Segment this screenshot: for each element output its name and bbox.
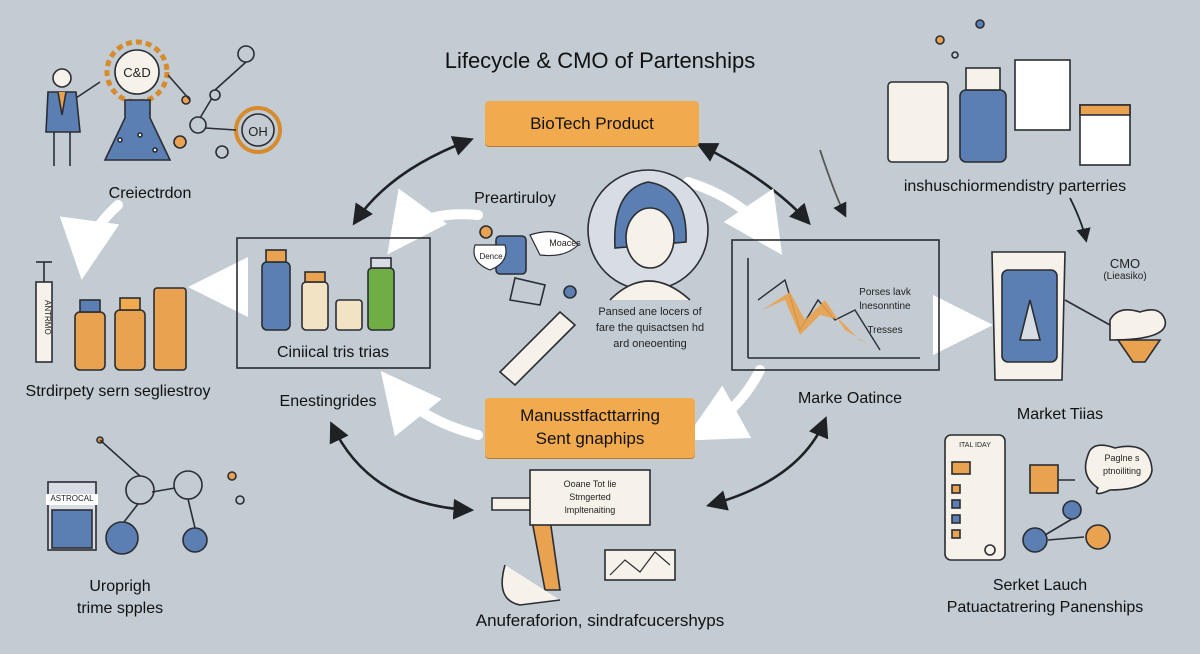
flow-arrow-3 xyxy=(684,365,765,441)
factory-note-3: lmpltenaiting xyxy=(564,505,616,515)
flow-arrow-4 xyxy=(380,370,483,440)
graph-note-3: Tresses xyxy=(867,325,903,336)
arrow-factory-to-market xyxy=(705,416,829,511)
biotech-product-label: BioTech Product xyxy=(530,114,654,133)
crelectrdon-label: Creiectrdon xyxy=(108,185,192,202)
manufacturing-label-1: Manusstfacttarring xyxy=(520,406,660,425)
scientist-icon xyxy=(45,68,101,166)
flow-arrow-1 xyxy=(387,188,483,255)
graph-chart-icon xyxy=(747,258,920,359)
flow-arrows xyxy=(59,177,993,441)
serket-label-2: Patuactatrering Panenships xyxy=(946,599,1144,616)
cycle-arrows xyxy=(329,136,829,520)
bottom-label: Anuferaforion, sindrafcucershyps xyxy=(475,611,725,630)
bubble-text-2: ptnoiliting xyxy=(1102,466,1142,476)
vials-left-icon xyxy=(74,287,187,371)
report-icon xyxy=(1014,59,1131,166)
clinical-vials-icon xyxy=(261,249,395,331)
factory-note-2: Stmgerted xyxy=(569,492,611,502)
flow-arrow-7 xyxy=(59,200,123,280)
arrow-product-to-clinical xyxy=(352,136,474,226)
clinical-box xyxy=(236,237,431,369)
antrmo-label: ANTRMO xyxy=(43,300,52,335)
researcher-portrait xyxy=(587,169,709,301)
flask-icon xyxy=(103,99,172,161)
beaker-icon xyxy=(47,481,97,551)
inshusch-label: inshuschiormendistry parterries xyxy=(903,178,1127,195)
manufacturing-box: Manusstfacttarring Sent gnaphips xyxy=(485,398,695,458)
uroprigh-label-1: Uroprigh xyxy=(89,578,151,595)
graph-note-1: Porses lavk xyxy=(859,287,911,298)
astrocal-label: ASTROCAL xyxy=(46,494,98,505)
arrow-product-to-market xyxy=(696,143,811,226)
graph-box xyxy=(731,239,940,371)
lab-sketch-icon xyxy=(473,225,579,306)
arrow-inshusch-to-cmo xyxy=(1069,197,1091,243)
manufacturing-label-2: Sent gnaphips xyxy=(535,429,645,448)
note-line-1: Pansed ane locers of xyxy=(598,306,702,318)
oh-label: OH xyxy=(248,124,268,139)
gear-icon xyxy=(104,39,170,105)
market-tiias-label: Market Tiias xyxy=(1016,406,1104,423)
note-line-2: fare the quisactsen hd xyxy=(595,322,705,334)
marke-oatince-label: Marke Oatince xyxy=(797,390,903,407)
arrow-product-to-cmo xyxy=(819,149,847,218)
molecule-network-icon xyxy=(167,45,282,159)
bubble-text-1: Paglne s xyxy=(1104,453,1140,463)
factory-note-1: Ooane Tot lie xyxy=(563,479,617,489)
pen-icon xyxy=(498,285,577,387)
lab-bottles-icon xyxy=(887,19,1007,163)
moaces-label: Moaces xyxy=(549,238,581,248)
mini-graph-icon xyxy=(604,549,676,581)
cmo-label: CMO xyxy=(1109,256,1141,271)
uroprigh-label-2: trime spples xyxy=(76,600,164,617)
page-title: Lifecycle & CMO of Partenships xyxy=(444,48,756,73)
cmo-machine-icon xyxy=(991,251,1167,381)
biotech-product-box: BioTech Product xyxy=(485,101,699,146)
process-nodes-icon xyxy=(1022,444,1153,553)
tablet-icon xyxy=(944,434,1006,561)
prearti-label: Preartiruloy xyxy=(474,190,556,207)
pipette-hand-icon xyxy=(491,469,651,606)
arrow-enesting-to-factory xyxy=(329,421,475,520)
enesting-label: Enestingrides xyxy=(279,393,377,410)
syringe-icon xyxy=(35,261,53,363)
flow-arrow-2 xyxy=(683,177,783,255)
note-line-3: ard oneoenting xyxy=(613,338,687,350)
clinical-label: Ciniical tris trias xyxy=(276,344,389,361)
strdirpety-label: Strdirpety sern segliestroy xyxy=(25,383,211,400)
dence-label: Dence xyxy=(479,252,503,261)
tablet-header-label: ITAL IDAY xyxy=(959,442,991,449)
c-and-d-label: C&D xyxy=(123,65,151,80)
serket-label-1: Serket Lauch xyxy=(992,577,1088,594)
network-bottom-left-icon xyxy=(96,436,245,555)
graph-note-2: lnesonntine xyxy=(859,301,911,312)
cmo-sub-label: (Lieasiko) xyxy=(1103,271,1147,282)
